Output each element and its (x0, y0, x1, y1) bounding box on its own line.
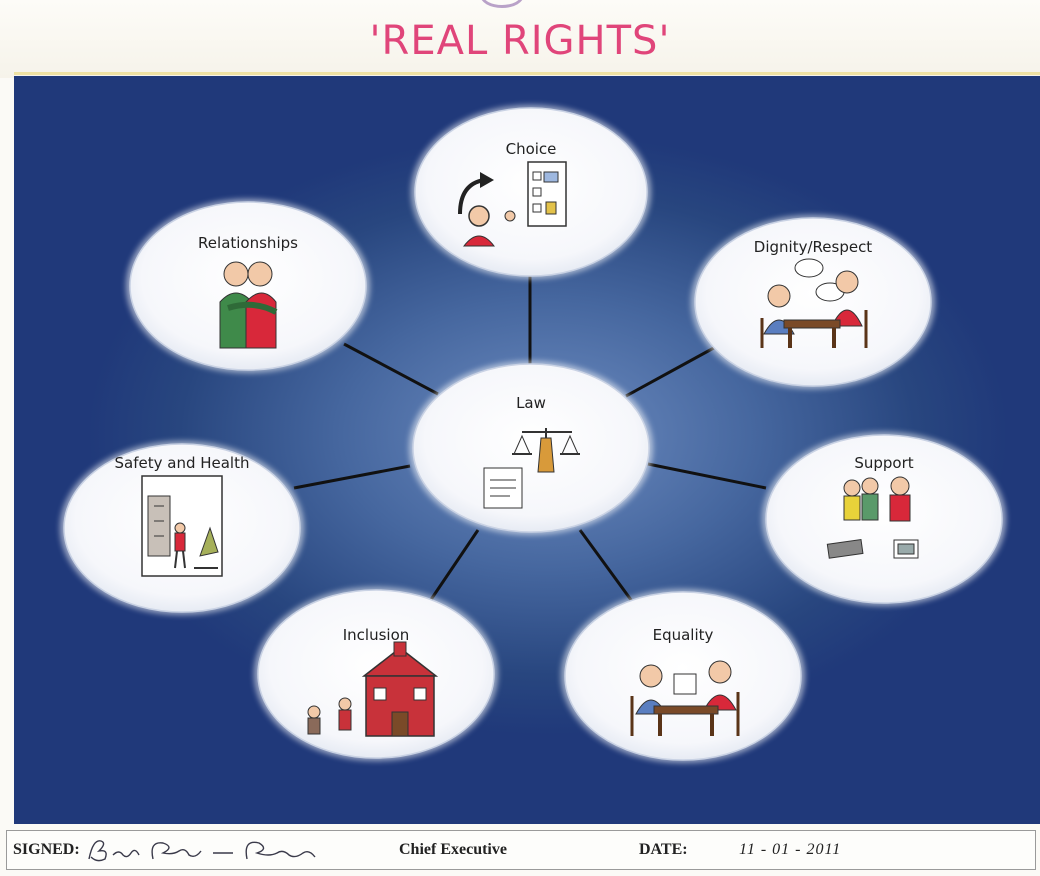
node-label-relationships: Relationships (198, 234, 298, 252)
node-relationships (129, 201, 367, 371)
node-label-law: Law (516, 394, 546, 412)
choice-board-icon (458, 161, 567, 247)
diagram-canvas (60, 105, 1006, 763)
scroll-icon (483, 467, 523, 509)
role-label: Chief Executive (399, 841, 507, 858)
node-label-safety: Safety and Health (114, 454, 250, 472)
meeting-table-icon (630, 660, 740, 736)
signature-footer: SIGNED: Chief Executive DATE: 11 - 01 - … (6, 830, 1036, 870)
school-house-icon (307, 641, 439, 737)
connector-lines (293, 272, 767, 605)
conversation-icon (760, 258, 868, 348)
connector-relationships (343, 342, 439, 396)
node-label-support: Support (854, 454, 914, 472)
date-value: 11 - 01 - 2011 (739, 841, 842, 858)
support-people-icon (826, 476, 919, 559)
date-label: DATE: (639, 841, 688, 858)
page-title: 'REAL RIGHTS' (369, 18, 671, 64)
connector-support (647, 462, 767, 490)
node-dignity (694, 217, 932, 387)
connector-dignity (625, 342, 722, 398)
node-label-choice: Choice (505, 140, 557, 158)
hugging-people-icon (219, 261, 278, 349)
header-band (0, 0, 1040, 78)
connector-safety (293, 464, 411, 490)
header-rule (14, 72, 1040, 75)
connector-equality (578, 529, 636, 605)
node-law (412, 363, 650, 533)
node-support (765, 434, 1003, 604)
handwritten-signature (88, 840, 316, 862)
safety-scene-icon (141, 475, 223, 577)
scales-icon (512, 428, 580, 473)
node-label-equality: Equality (652, 626, 714, 644)
connector-inclusion (426, 529, 480, 605)
node-label-dignity: Dignity/Respect (753, 238, 873, 256)
node-label-inclusion: Inclusion (342, 626, 410, 644)
diagram-panel: Choice Dignity/Respect Support Equality … (14, 76, 1040, 824)
signed-label: SIGNED: (13, 841, 80, 858)
